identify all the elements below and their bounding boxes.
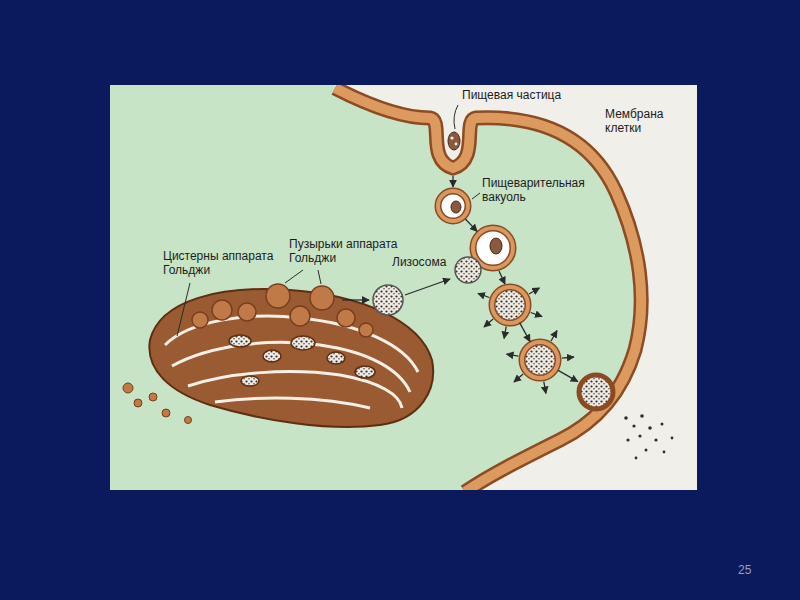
golgi-vesicle bbox=[238, 303, 256, 321]
particle-body bbox=[490, 238, 502, 254]
diffusion-arrow bbox=[531, 313, 542, 317]
page-number: 25 bbox=[738, 564, 751, 578]
secondary-lysosome bbox=[522, 342, 558, 378]
golgi-vesicle bbox=[290, 306, 310, 326]
released-particle bbox=[632, 424, 635, 427]
golgi-cavity bbox=[241, 376, 259, 386]
arrow bbox=[405, 279, 450, 295]
released-particle bbox=[648, 426, 652, 430]
leader-line bbox=[454, 105, 458, 129]
loose-vesicle bbox=[123, 383, 133, 393]
diffusion-arrow bbox=[529, 288, 539, 294]
exocytosis bbox=[579, 375, 673, 459]
golgi-vesicle bbox=[337, 309, 355, 327]
diffusion-arrow bbox=[507, 354, 519, 356]
loose-vesicle bbox=[149, 393, 157, 401]
part-label: Пищевая частица bbox=[462, 89, 561, 103]
leader-line bbox=[177, 283, 190, 336]
outside-space bbox=[335, 85, 697, 490]
arrow bbox=[452, 176, 453, 187]
vacuole-edge bbox=[438, 191, 468, 221]
released-particle bbox=[638, 434, 641, 437]
lysosome-edge bbox=[492, 287, 528, 323]
golgi-cavity bbox=[291, 336, 315, 350]
released-particle bbox=[626, 438, 629, 441]
part-label: Цистерны аппарата Гольджи bbox=[163, 250, 285, 278]
loose-vesicle bbox=[185, 417, 192, 424]
loose-vesicle bbox=[162, 409, 170, 417]
golgi-vesicle bbox=[192, 312, 208, 328]
part-label: Пищеварительная вакуоль bbox=[482, 177, 594, 205]
diffusion-arrow bbox=[504, 327, 506, 339]
diffusion-arrow bbox=[478, 293, 489, 297]
diffusion-arrow bbox=[562, 357, 574, 358]
diffusion-arrow bbox=[484, 319, 493, 327]
lysosome-ring bbox=[492, 287, 528, 323]
golgi-vesicle bbox=[310, 286, 334, 310]
cell-membrane bbox=[335, 88, 641, 490]
residual-body bbox=[579, 375, 613, 409]
part-label: Лизосома bbox=[392, 256, 446, 270]
leader-line bbox=[285, 270, 303, 283]
released-particle bbox=[635, 457, 638, 460]
vacuole-ring bbox=[438, 191, 468, 221]
golgi-apparatus bbox=[123, 284, 433, 427]
fusing-lysosome bbox=[455, 257, 481, 283]
golgi-vesicle bbox=[359, 323, 373, 337]
golgi-cavity bbox=[229, 335, 251, 347]
leader-lines bbox=[177, 105, 480, 336]
golgi-cavity bbox=[355, 366, 375, 378]
diffusion-arrow bbox=[514, 374, 523, 382]
arrow bbox=[342, 299, 369, 300]
loose-vesicle bbox=[134, 399, 142, 407]
golgi-vesicle bbox=[266, 284, 290, 308]
digestive-vacuole bbox=[438, 191, 468, 221]
released-particle bbox=[624, 416, 628, 420]
leader-line bbox=[472, 193, 480, 199]
golgi-cavity bbox=[263, 350, 281, 362]
secondary-lysosome bbox=[492, 287, 528, 323]
released-particle bbox=[640, 414, 644, 418]
released-particle bbox=[663, 451, 666, 454]
lysosome bbox=[373, 285, 403, 315]
particle-body bbox=[451, 201, 461, 213]
arrow bbox=[465, 219, 477, 231]
membrane-edge bbox=[335, 88, 641, 490]
particle-spot bbox=[455, 143, 458, 146]
vacuole-lysosome-fusion bbox=[455, 228, 513, 283]
picture bbox=[110, 85, 697, 490]
arrow bbox=[558, 370, 578, 381]
cisterna-gap bbox=[215, 398, 370, 408]
golgi-vesicle bbox=[212, 300, 232, 320]
arrow bbox=[499, 271, 505, 284]
golgi-cavity bbox=[327, 352, 345, 364]
released-particle bbox=[661, 423, 664, 426]
food-particle bbox=[448, 132, 460, 150]
released-particle bbox=[671, 437, 674, 440]
released-particle bbox=[654, 438, 657, 441]
lysosome-ring bbox=[522, 342, 558, 378]
leader-line bbox=[318, 270, 321, 284]
released-particle bbox=[645, 449, 648, 452]
diffusion-arrow bbox=[544, 382, 546, 394]
lysosome-edge bbox=[522, 342, 558, 378]
diffusion-arrow bbox=[551, 331, 557, 341]
arrow bbox=[520, 323, 530, 342]
particle-spot bbox=[450, 136, 453, 139]
part-label: Мембрана клетки bbox=[605, 108, 671, 136]
particle-body bbox=[448, 132, 460, 150]
process-arrows bbox=[342, 176, 578, 394]
membrane-band bbox=[335, 88, 641, 490]
